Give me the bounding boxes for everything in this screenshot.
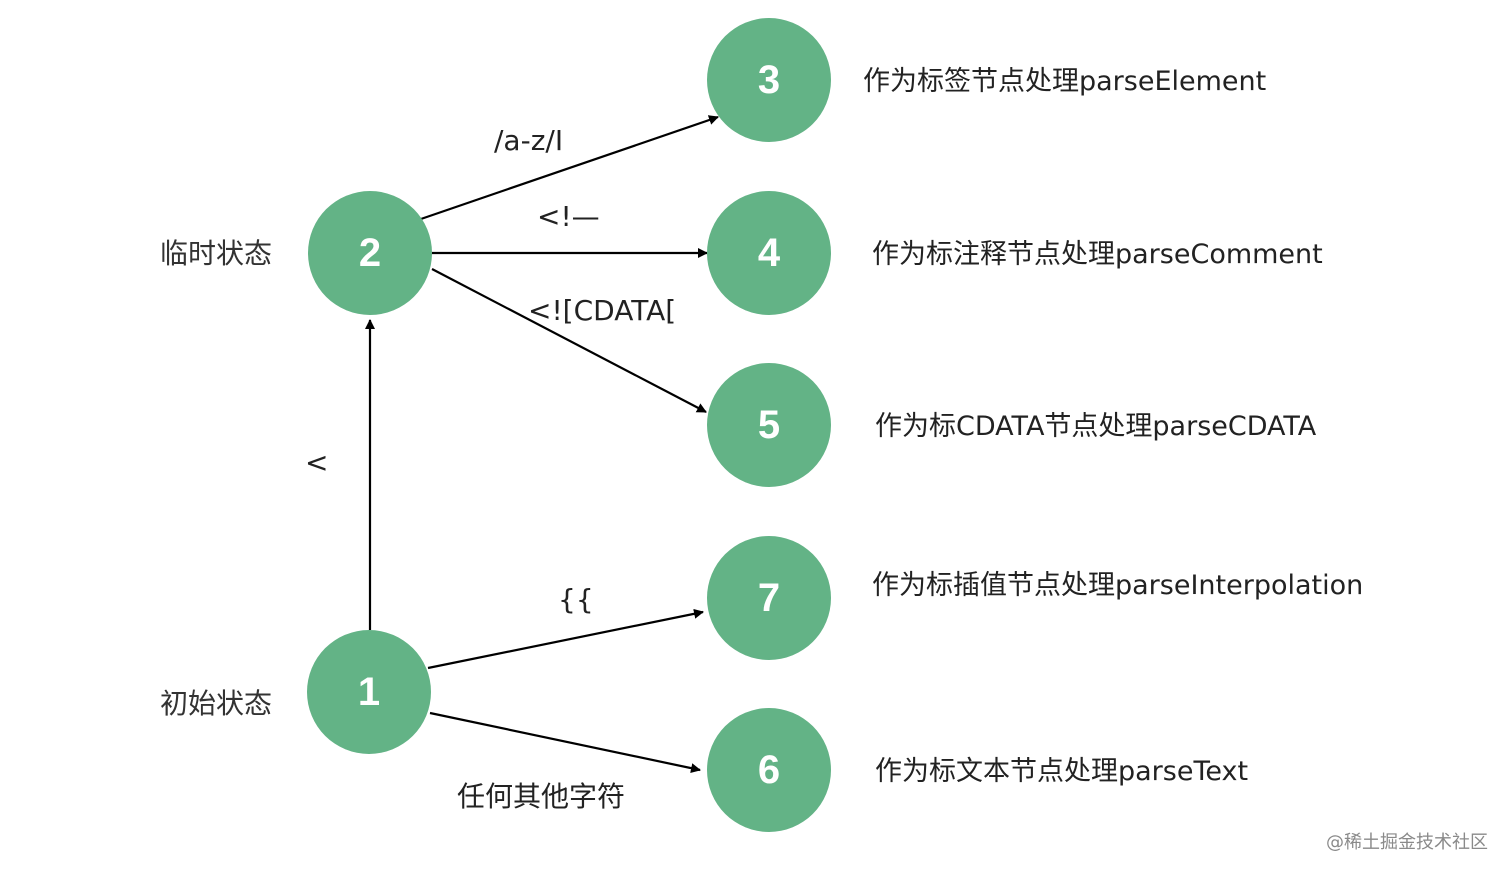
edge-2-to-3 — [417, 115, 719, 222]
edge-2-to-5 — [431, 268, 707, 413]
node-6: 6 — [707, 708, 831, 832]
action-label-parse-interpolation: 作为标插值节点处理parseInterpolation — [872, 570, 1363, 601]
action-label-parse-element: 作为标签节点处理parseElement — [863, 66, 1266, 97]
node-4-circle — [707, 191, 831, 315]
node-1-circle — [307, 630, 431, 754]
action-label-parse-cdata: 作为标CDATA节点处理parseCDATA — [875, 411, 1317, 442]
node-7: 7 — [707, 536, 831, 660]
node-5-circle — [707, 363, 831, 487]
node-2-label: 2 — [359, 231, 381, 275]
node-5: 5 — [707, 363, 831, 487]
edge-label-1-to-6: 任何其他字符 — [457, 780, 625, 813]
edge-label-2-to-4: <!— — [537, 200, 600, 233]
node-3-circle — [707, 18, 831, 142]
node-7-circle — [707, 536, 831, 660]
edge-label-1-to-2: < — [305, 446, 328, 479]
edge-label-2-to-3: /a-z/I — [494, 124, 563, 157]
node-5-label: 5 — [758, 403, 780, 447]
node-3-label: 3 — [758, 58, 780, 102]
node-4-label: 4 — [758, 231, 781, 275]
state-label-temporary: 临时状态 — [160, 237, 272, 270]
node-2: 2 — [308, 191, 432, 315]
node-3: 3 — [707, 18, 831, 142]
node-6-label: 6 — [758, 748, 780, 792]
state-label-initial: 初始状态 — [160, 687, 272, 720]
node-4: 4 — [707, 191, 831, 315]
edge-1-to-6 — [429, 711, 701, 774]
watermark-text: @稀土掘金技术社区 — [1326, 832, 1488, 853]
node-7-label: 7 — [758, 576, 780, 620]
action-label-parse-comment: 作为标注释节点处理parseComment — [872, 239, 1323, 270]
node-1: 1 — [307, 630, 431, 754]
action-label-parse-text: 作为标文本节点处理parseText — [875, 756, 1248, 787]
node-2-circle — [308, 191, 432, 315]
node-1-label: 1 — [358, 670, 380, 714]
edge-label-2-to-5: <![CDATA[ — [528, 294, 676, 327]
edge-label-1-to-7: {{ — [558, 583, 594, 616]
edge-1-to-7 — [427, 608, 704, 670]
node-6-circle — [707, 708, 831, 832]
